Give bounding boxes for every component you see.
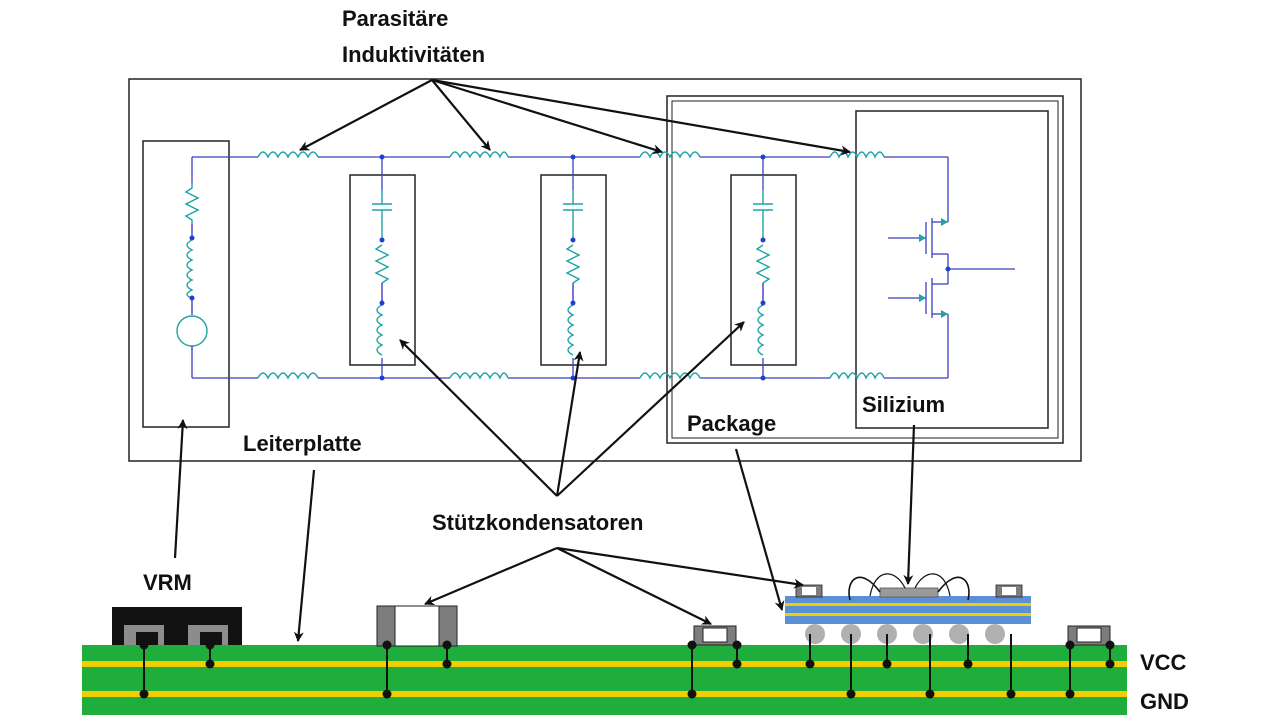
circuit-nodes <box>189 154 951 381</box>
vrm-component <box>112 607 242 645</box>
package-inner-box <box>671 100 1059 439</box>
package-label: Package <box>687 411 777 436</box>
large-decap-component <box>376 605 458 647</box>
top-rail <box>191 156 949 200</box>
vrm-internals <box>176 183 208 350</box>
pcb-cross-section <box>82 573 1127 715</box>
small-decap-component <box>693 625 737 646</box>
silicon-box <box>855 110 1049 429</box>
callout-arrows <box>173 78 916 642</box>
silicon-transistors <box>888 200 1015 330</box>
silizium-label: Silizium <box>862 392 946 417</box>
parasitic-inductors-bottom <box>257 372 885 380</box>
pcb-outline-box <box>128 78 1082 462</box>
package-outer-box <box>666 95 1064 444</box>
gnd-plane <box>82 691 1127 697</box>
vcc-label: VCC <box>1140 650 1187 675</box>
decap-internals <box>372 190 773 356</box>
parasitic-inductors-top <box>257 151 885 159</box>
parasitic-inductance-label-line1: Parasitäre <box>342 6 449 31</box>
transistor-arrows <box>919 218 948 318</box>
right-decap-component <box>1067 625 1111 646</box>
package-substrate <box>785 573 1031 644</box>
leiterplatte-label: Leiterplatte <box>243 431 362 456</box>
stuetzkondensatoren-label: Stützkondensatoren <box>432 510 644 535</box>
voltage-source-icon <box>176 315 208 347</box>
parasitic-inductance-label-line2: Induktivitäten <box>342 42 486 67</box>
vias <box>139 634 1115 699</box>
vrm-label: VRM <box>143 570 192 595</box>
gnd-label: GND <box>1140 689 1189 714</box>
pcb-board <box>82 645 1127 715</box>
schematic <box>128 78 1082 462</box>
vrm-schematic-box <box>142 140 230 428</box>
vcc-plane <box>82 661 1127 667</box>
